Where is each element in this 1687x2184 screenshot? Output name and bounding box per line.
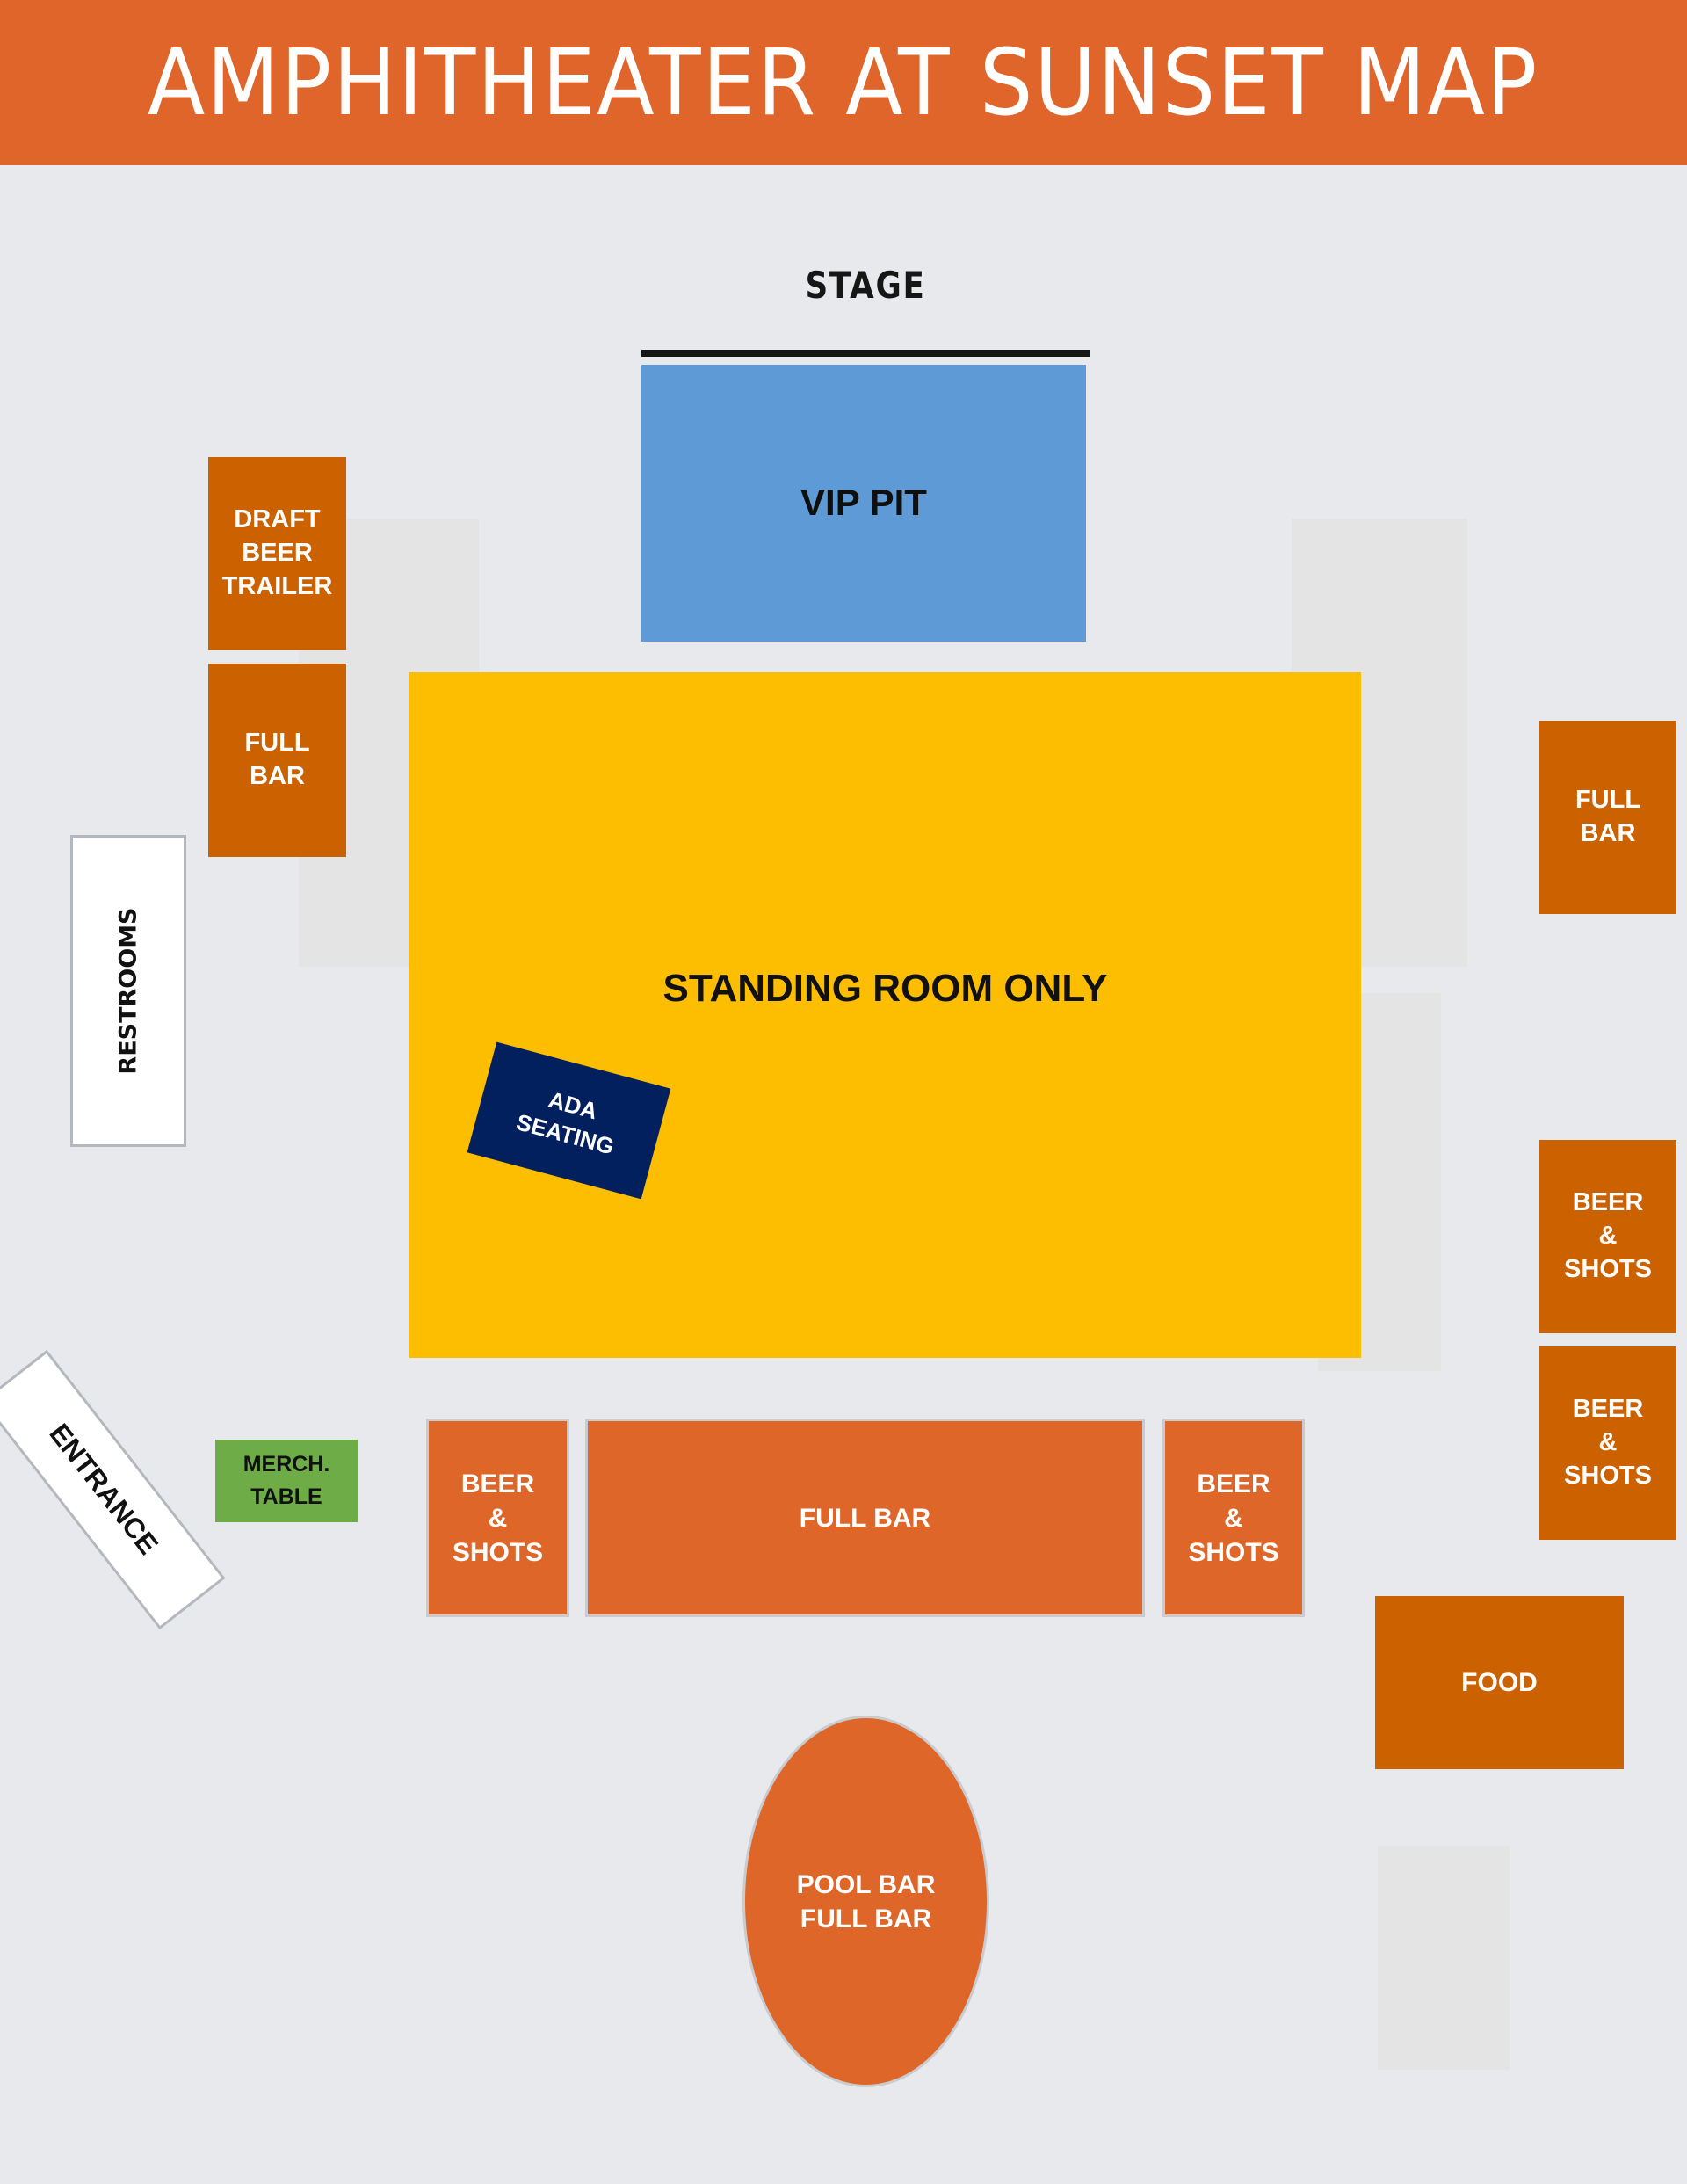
full-bar-bottom[interactable]: FULL BAR — [585, 1419, 1145, 1617]
page-title: AMPHITHEATER AT SUNSET MAP — [148, 29, 1539, 136]
entrance-label: ENTRANCE — [43, 1418, 165, 1561]
ghost-area-bottom-right — [1378, 1846, 1510, 2070]
merch-table[interactable]: MERCH. TABLE — [215, 1440, 358, 1522]
standing-room-zone[interactable]: STANDING ROOM ONLY — [409, 672, 1361, 1358]
beer-shots-bottom-left[interactable]: BEER & SHOTS — [426, 1419, 569, 1617]
full-bar-right[interactable]: FULL BAR — [1539, 721, 1676, 914]
beer-shots-right-2[interactable]: BEER & SHOTS — [1539, 1346, 1676, 1540]
draft-beer-trailer[interactable]: DRAFT BEER TRAILER — [208, 457, 346, 650]
restrooms[interactable]: RESTROOMS — [70, 835, 186, 1147]
pool-bar[interactable]: POOL BAR FULL BAR — [742, 1716, 989, 2087]
stage-line — [641, 350, 1090, 357]
beer-shots-right-1[interactable]: BEER & SHOTS — [1539, 1140, 1676, 1333]
restrooms-label: RESTROOMS — [114, 907, 142, 1075]
vip-pit-zone[interactable]: VIP PIT — [641, 365, 1086, 642]
beer-shots-bottom-right[interactable]: BEER & SHOTS — [1162, 1419, 1305, 1617]
entrance[interactable]: ENTRANCE — [0, 1349, 226, 1630]
stage-label: STAGE — [805, 264, 926, 307]
header-banner: AMPHITHEATER AT SUNSET MAP — [0, 0, 1687, 165]
full-bar-left[interactable]: FULL BAR — [208, 664, 346, 857]
food-stand[interactable]: FOOD — [1375, 1596, 1624, 1769]
